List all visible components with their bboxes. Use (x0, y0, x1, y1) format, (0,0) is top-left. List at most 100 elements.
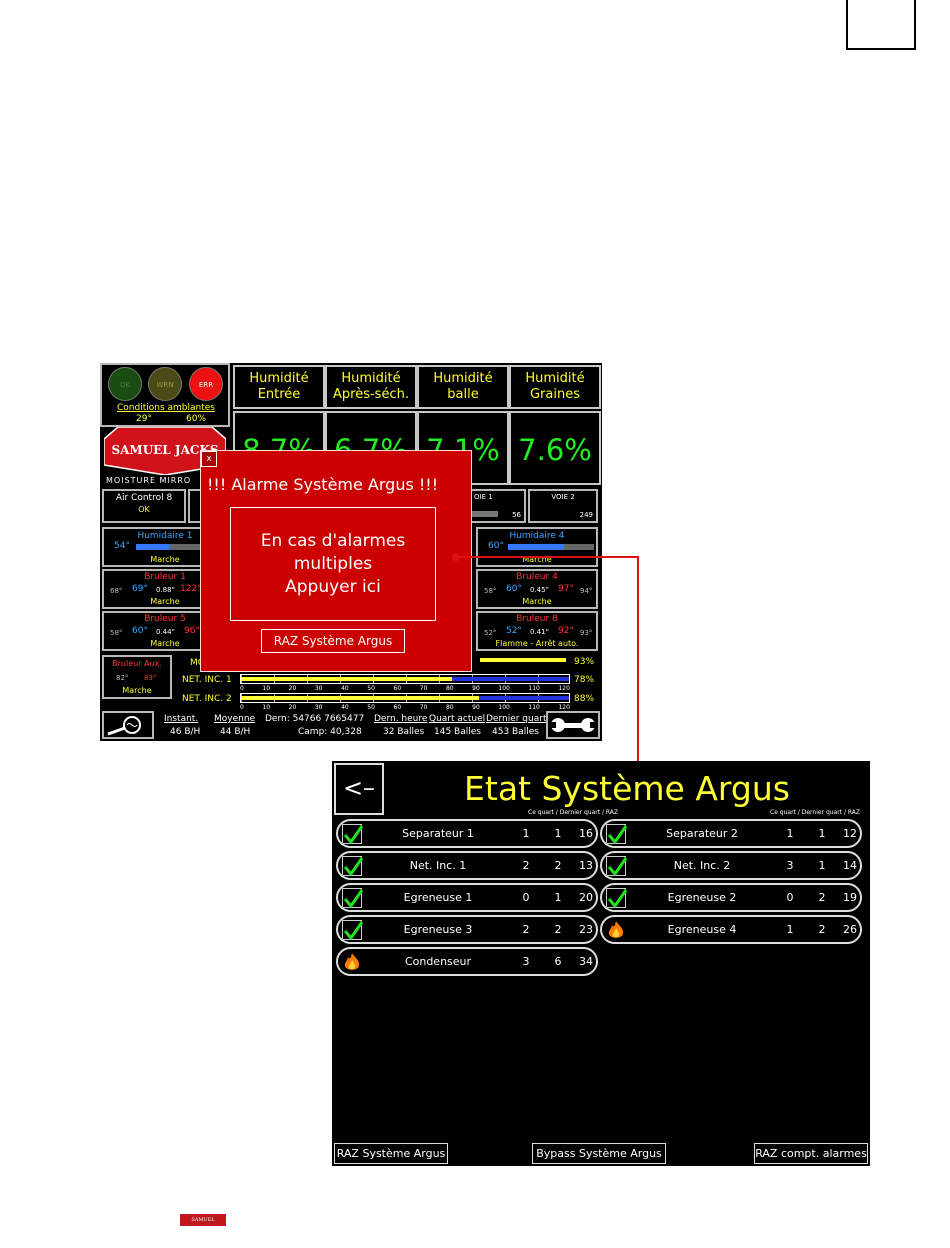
popup-raz-argus-button[interactable]: RAZ Système Argus (261, 629, 405, 653)
raz-argus-button[interactable]: RAZ Système Argus (334, 1143, 448, 1164)
argus-row-count-c: 34 (579, 955, 593, 968)
argus-row-count-c: 12 (843, 827, 857, 840)
check-icon (342, 888, 364, 909)
mo-label: MO (190, 658, 205, 668)
argus-row-count-c: 19 (843, 891, 857, 904)
check-icon (606, 824, 628, 845)
argus-row-name: Egreneuse 1 (403, 891, 473, 904)
net-inc-1-yellow-bar (241, 677, 452, 681)
connector-line-horizontal (455, 556, 639, 558)
bruleur-4-box[interactable]: Bruleur 4 58° 60° 0.45" 97° 94° Marche (476, 569, 598, 609)
argus-row-count-b: 2 (554, 859, 562, 872)
bruleur-5-box[interactable]: Bruleur 5 58° 60° 0.44" 96° Marche (102, 611, 228, 651)
quart-actuel-label: Quart actuel (429, 714, 486, 724)
net-inc-2-blue-bar (479, 696, 569, 700)
argus-row[interactable]: Separateur 1 1 1 16 (336, 819, 598, 848)
bruleur-aux-box[interactable]: Bruleur Aux. 82° 83° Marche (102, 655, 172, 699)
quart-actuel-value: 145 Balles (434, 727, 481, 737)
instant-value: 46 B/H (170, 727, 201, 737)
humidaire-4-box[interactable]: Humidaire 4 60° Marche (476, 527, 598, 567)
connector-line-vertical (637, 556, 639, 762)
argus-row-count-b: 1 (554, 891, 562, 904)
net-inc-1-blue-bar (452, 677, 569, 681)
check-icon (606, 888, 628, 909)
argus-row-name: Net. Inc. 2 (673, 859, 731, 872)
magnifier-icon (107, 716, 141, 736)
argus-row-count-c: 26 (843, 923, 857, 936)
argus-row-count-a: 2 (522, 859, 530, 872)
argus-row-count-b: 1 (818, 827, 826, 840)
argus-row-count-c: 14 (843, 859, 857, 872)
col-header-left: Ce quart / Dernier quart / RAZ (528, 809, 619, 816)
fire-icon (606, 920, 626, 940)
popup-line-2: multiples (293, 554, 373, 574)
net-inc-1-label: NET. INC. 1 (182, 675, 232, 685)
footer-logo: SAMUEL JACKSON (180, 1214, 226, 1235)
camp-counter: Camp: 40,328 (298, 727, 362, 737)
argus-row-name: Separateur 1 (402, 827, 474, 840)
net-0-pct: 93% (574, 657, 595, 667)
argus-row-count-b: 1 (818, 859, 826, 872)
dern-heure-value: 32 Balles (383, 727, 425, 737)
check-icon (342, 856, 364, 877)
dern-counter: Dern: 54766 7665477 (265, 714, 365, 724)
bypass-argus-button[interactable]: Bypass Système Argus (532, 1143, 666, 1164)
bruleur-8-box[interactable]: Bruleur 8 52° 52° 0.41" 92° 93° Flamme -… (476, 611, 598, 651)
raz-alarm-counters-button[interactable]: RAZ compt. alarmes (754, 1143, 868, 1164)
samuel-jackson-logo: SAMUEL JACKS (103, 426, 227, 476)
page-number-box (846, 0, 916, 50)
fire-icon (342, 952, 362, 972)
instant-label: Instant. (164, 714, 199, 724)
argus-row-count-b: 2 (554, 923, 562, 936)
led-ok: OK (108, 367, 142, 401)
argus-row-count-c: 23 (579, 923, 593, 936)
argus-row-count-c: 16 (579, 827, 593, 840)
argus-status-screen: <– Etat Système Argus Ce quart / Dernier… (332, 761, 870, 1166)
argus-row-name: Egreneuse 4 (667, 923, 737, 936)
net-inc-2-pct: 88% (574, 694, 595, 704)
air-control-box[interactable]: Air Control 8 OK (102, 489, 186, 523)
net-inc-2-yellow-bar (241, 696, 479, 700)
popup-close-button[interactable]: x (201, 451, 217, 467)
argus-alarm-popup: x !!! Alarme Système Argus !!! En cas d'… (200, 450, 472, 672)
check-icon (342, 920, 364, 941)
ambient-title: Conditions amblantes (117, 403, 215, 413)
wrench-icon (549, 718, 597, 732)
dernier-quart-value: 453 Balles (492, 727, 539, 737)
argus-row-count-c: 13 (579, 859, 593, 872)
brand-subtitle: MOISTURE MIRRO (106, 476, 192, 485)
dern-heure-label: Dern. heure (374, 714, 428, 724)
argus-row-count-a: 3 (786, 859, 794, 872)
search-scope-button[interactable] (102, 711, 154, 739)
net-inc-2-label: NET. INC. 2 (182, 694, 232, 704)
voie1-box[interactable]: OIE 1 56 (470, 489, 526, 523)
multiple-alarms-button[interactable]: En cas d'alarmes multiples Appuyer ici (230, 507, 436, 621)
check-icon (342, 824, 364, 845)
dernier-quart-label: Dernier quart (486, 714, 547, 724)
popup-line-3: Appuyer ici (285, 577, 381, 597)
argus-row-count-c: 20 (579, 891, 593, 904)
popup-title: !!! Alarme Système Argus !!! (207, 475, 439, 494)
argus-row[interactable]: Net. Inc. 2 3 1 14 (600, 851, 862, 880)
led-err: ERR (189, 367, 223, 401)
argus-row-count-a: 1 (786, 923, 794, 936)
ambient-temp: 29° (136, 414, 152, 424)
argus-row-count-b: 1 (554, 827, 562, 840)
settings-wrench-button[interactable] (546, 711, 600, 739)
net-0-bar (480, 658, 566, 662)
argus-row-count-a: 1 (522, 827, 530, 840)
argus-row-count-a: 3 (522, 955, 530, 968)
argus-row-name: Separateur 2 (666, 827, 738, 840)
back-button[interactable]: <– (334, 763, 384, 815)
voie2-box[interactable]: VOIE 2 249 (528, 489, 598, 523)
